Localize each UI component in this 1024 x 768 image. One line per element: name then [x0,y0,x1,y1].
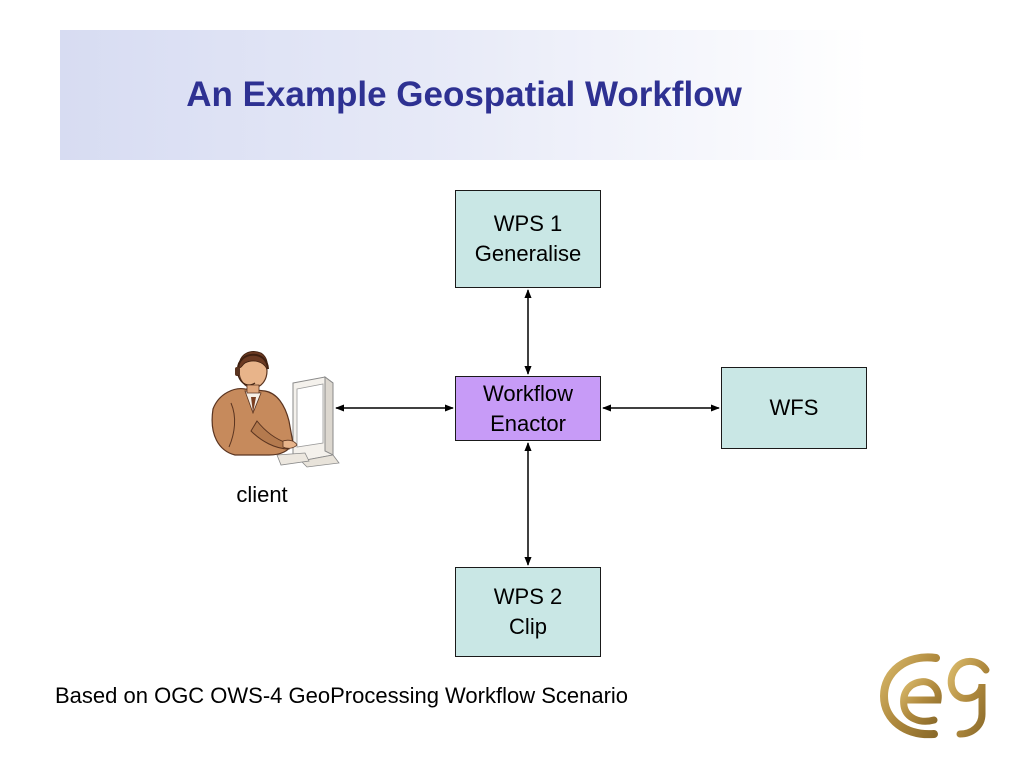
node-enactor-line1: Workflow [482,380,574,406]
person-at-computer-icon [211,351,340,468]
node-wfs: WFS [721,367,867,449]
eg-logo: eG [879,653,990,739]
title-band [60,30,868,160]
node-wps2-clip: WPS 2 Clip [455,567,601,657]
node-enactor-line2: Enactor [490,410,566,436]
footer-note: Based on OGC OWS-4 GeoProcessing Workflo… [55,683,629,708]
node-wps1-subtitle: Generalise [474,241,582,266]
node-workflow-enactor: Workflow Enactor [455,376,601,441]
slide-title: An Example Geospatial Workflow [186,75,742,114]
node-wps2-title: WPS 2 [493,584,563,609]
node-wps2-subtitle: Clip [509,614,547,639]
node-wfs-title: WFS [769,395,819,420]
client-label: client [236,482,288,507]
node-wps1-generalise: WPS 1 Generalise [455,190,601,288]
node-wps1-title: WPS 1 [493,211,563,236]
